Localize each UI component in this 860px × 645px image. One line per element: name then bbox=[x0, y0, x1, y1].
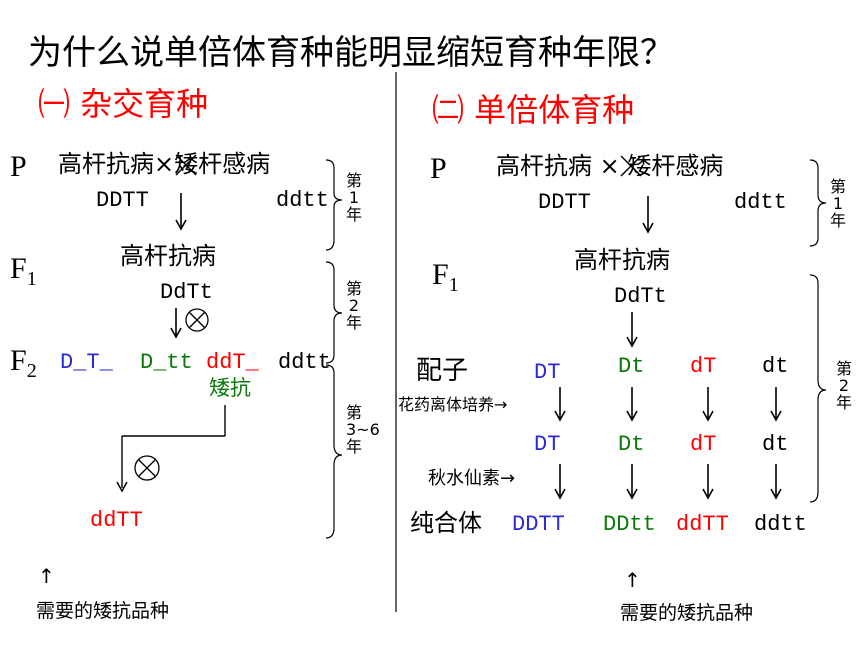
left-arrow-p-f1 bbox=[175, 193, 187, 231]
left-p-label: P bbox=[10, 150, 27, 183]
right-f1-pheno: 高杆抗病 bbox=[574, 246, 670, 274]
right-arrows-colchicine bbox=[554, 464, 782, 500]
left-f2-genotype-2: D_tt bbox=[140, 350, 193, 375]
left-elbow-arrow bbox=[116, 405, 226, 493]
right-arrows-culture bbox=[554, 387, 782, 422]
right-gamete-3: dT bbox=[690, 354, 717, 379]
right-pure-label: 纯合体 bbox=[410, 509, 482, 537]
page-title: 为什么说单倍体育种能明显缩短育种年限？ bbox=[28, 33, 674, 73]
left-f2-genotype-4: ddtt bbox=[278, 350, 331, 375]
right-f1-label: F1 bbox=[432, 258, 459, 296]
left-p-cross: 高杆抗病×矮杆感病 bbox=[58, 150, 271, 178]
right-arrow-f1-gametes bbox=[626, 312, 638, 348]
right-year1-label: 第1年 bbox=[830, 177, 847, 230]
right-heading: ㈡ 单倍体育种 bbox=[432, 91, 635, 129]
right-gamete-label: 配子 bbox=[416, 356, 469, 386]
left-year3-label: 第3~6年 bbox=[346, 403, 380, 456]
right-year2-label: 第2年 bbox=[836, 359, 853, 412]
right-p-geno1: DDTT bbox=[538, 190, 591, 215]
right-cross-symbol bbox=[620, 155, 642, 177]
right-f1-sub: 1 bbox=[448, 274, 459, 296]
right-f1-geno: DdTt bbox=[614, 284, 667, 309]
left-arrow-f1-f2 bbox=[170, 308, 182, 339]
left-p-geno1: DDTT bbox=[96, 188, 149, 213]
right-p-geno2: ddtt bbox=[734, 190, 787, 215]
left-f2-label: F2 bbox=[10, 344, 37, 382]
right-step-anther-culture: 花药离体培养→ bbox=[398, 395, 508, 414]
left-caption: 需要的矮抗品种 bbox=[36, 600, 170, 622]
left-f2-note: 矮抗 bbox=[209, 376, 251, 400]
left-brace-year2 bbox=[325, 261, 343, 364]
left-f1-letter: F bbox=[10, 252, 27, 285]
left-year2-label: 第2年 bbox=[346, 279, 363, 332]
right-gamete-2: Dt bbox=[618, 354, 645, 379]
left-cross-symbol bbox=[175, 154, 197, 176]
left-f2-genotype-1: D_T_ bbox=[60, 350, 113, 375]
right-pure-3: ddTT bbox=[676, 512, 729, 537]
right-pure-2: DDtt bbox=[603, 512, 656, 537]
right-haploid-4: dt bbox=[762, 432, 789, 457]
left-brace-year3 bbox=[325, 364, 343, 539]
left-p-geno2: ddtt bbox=[276, 188, 329, 213]
right-haploid-2: Dt bbox=[618, 432, 645, 457]
right-pure-1: DDTT bbox=[512, 512, 565, 537]
left-year1-label: 第1年 bbox=[346, 171, 363, 224]
left-up-arrow: ↑ bbox=[38, 564, 55, 588]
right-caption: 需要的矮抗品种 bbox=[620, 602, 754, 624]
left-f1-pheno: 高杆抗病 bbox=[120, 242, 216, 270]
right-brace-year1 bbox=[809, 159, 827, 247]
right-p-label: P bbox=[430, 152, 447, 185]
right-up-arrow: ↑ bbox=[624, 568, 641, 592]
left-self-cross-icon-2 bbox=[134, 455, 160, 481]
right-haploid-3: dT bbox=[690, 432, 717, 457]
left-f2-genotype-3: ddT_ bbox=[206, 350, 259, 375]
right-gamete-4: dt bbox=[762, 354, 789, 379]
left-heading: ㈠ 杂交育种 bbox=[38, 85, 209, 123]
right-p-cross: 高杆抗病 × 矮杆感病 bbox=[496, 152, 724, 180]
right-haploid-1: DT bbox=[534, 432, 561, 457]
right-pure-4: ddtt bbox=[754, 512, 807, 537]
left-f1-sub: 1 bbox=[26, 268, 37, 290]
right-arrow-p-f1 bbox=[642, 196, 654, 234]
right-f1-letter: F bbox=[432, 258, 449, 291]
left-brace-year1 bbox=[325, 159, 343, 251]
right-step-colchicine: 秋水仙素→ bbox=[428, 468, 516, 489]
left-f2-sub: 2 bbox=[26, 360, 37, 382]
right-brace-year2 bbox=[809, 274, 827, 503]
left-self-cross-icon bbox=[185, 308, 209, 332]
right-gamete-1: DT bbox=[534, 360, 561, 385]
left-f1-geno: DdTt bbox=[160, 280, 213, 305]
left-f1-label: F1 bbox=[10, 252, 37, 290]
left-f2-letter: F bbox=[10, 344, 27, 377]
left-result: ddTT bbox=[90, 508, 143, 533]
